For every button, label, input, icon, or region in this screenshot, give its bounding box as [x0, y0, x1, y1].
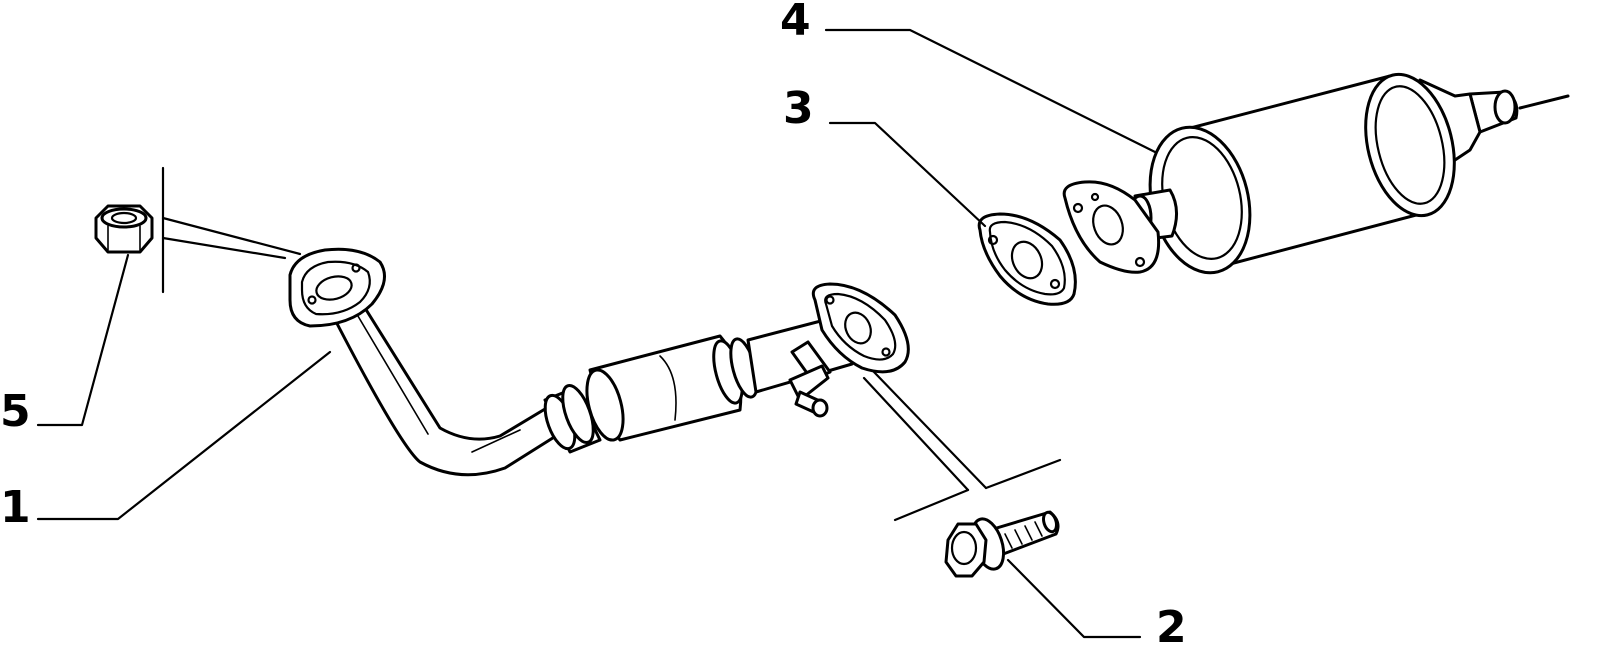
- leader-lines: [36, 28, 1157, 639]
- rear-muffler: [1062, 72, 1570, 275]
- callout-label-1: 1: [0, 482, 31, 533]
- hex-nut: [94, 204, 154, 254]
- callout-label-3: 3: [783, 83, 814, 134]
- callout-label-4: 4: [780, 0, 811, 46]
- callout-label-5: 5: [0, 386, 31, 437]
- flange-gasket: [977, 212, 1077, 306]
- callout-label-2: 2: [1156, 602, 1187, 653]
- front-exhaust-pipe-with-catalytic-converter: [288, 247, 910, 477]
- flange-bolt: [944, 510, 1060, 578]
